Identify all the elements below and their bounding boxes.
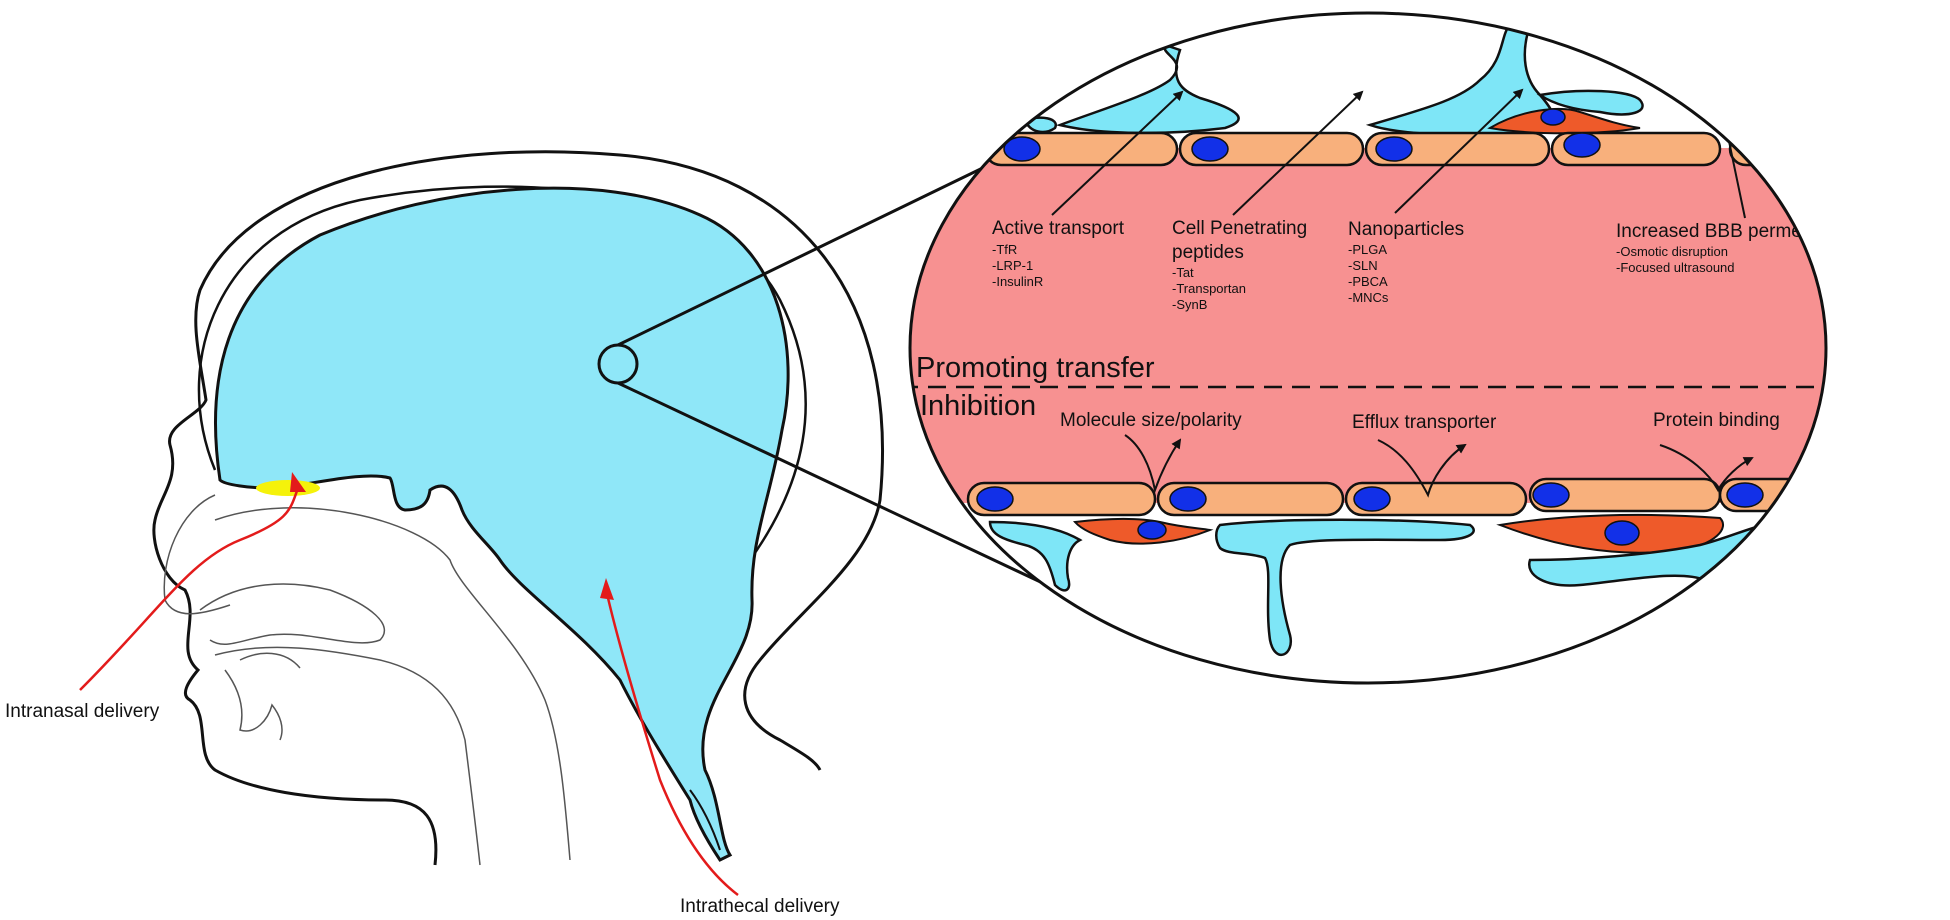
- group-item: -SynB: [1172, 297, 1207, 312]
- inhibition-heading: Inhibition: [920, 390, 1036, 422]
- inhibition-item: Molecule size/polarity: [1060, 410, 1242, 431]
- top-pericyte-nucleus: [1540, 108, 1566, 126]
- intranasal-arrow: [79, 487, 300, 691]
- bottom-pericyte-left-nucleus: [1137, 520, 1167, 540]
- group-item: -InsulinR: [992, 274, 1043, 289]
- group-item: -LRP-1: [992, 258, 1033, 273]
- bottom-nuclei: [976, 482, 1764, 512]
- group-title-bbb-permeability: Increased BBB permeability: [1616, 221, 1851, 242]
- top-pericyte: [1487, 107, 1641, 135]
- spinal-canal: [689, 789, 721, 851]
- head-illustration: [152, 143, 1101, 866]
- intrathecal-arrowhead: [600, 578, 614, 600]
- olfactory-patch: [256, 480, 320, 496]
- promoting-transfer-heading: Promoting transfer: [916, 352, 1155, 384]
- group-item: -TfR: [992, 242, 1017, 257]
- inhibition-item: Protein binding: [1653, 410, 1780, 431]
- group-item: -MNCs: [1348, 290, 1389, 305]
- intrathecal-label: Intrathecal delivery: [680, 896, 840, 917]
- brain-csf-region: [214, 186, 790, 862]
- group-title-active-transport: Active transport: [992, 218, 1125, 239]
- intranasal-label: Intranasal delivery: [5, 701, 160, 722]
- group-item: -Focused ultrasound: [1616, 260, 1735, 275]
- bottom-pericyte-right-nucleus: [1604, 520, 1640, 546]
- vessel-lumen: [910, 148, 1826, 503]
- zoom-oval-border: [908, 11, 1828, 685]
- group-item: -Tat: [1172, 265, 1194, 280]
- group-title-cpp-2: peptides: [1172, 242, 1244, 263]
- group-title-cpp: Cell Penetrating: [1172, 218, 1307, 239]
- group-title-nanoparticles: Nanoparticles: [1348, 219, 1464, 240]
- inhibition-item: Efflux transporter: [1352, 412, 1497, 433]
- inhibition-arrows: [1124, 434, 1754, 498]
- inhibition-labels: Molecule size/polarity Efflux transporte…: [1060, 410, 1780, 433]
- nasal-cavity-lines: [163, 494, 571, 866]
- intrathecal-arrow: [606, 597, 739, 896]
- group-item: -PLGA: [1348, 242, 1387, 257]
- head-outline: [152, 150, 885, 866]
- group-item: -Osmotic disruption: [1616, 244, 1728, 259]
- zoom-line-bottom: [617, 381, 1101, 612]
- group-item: -PBCA: [1348, 274, 1388, 289]
- zoom-line-top: [617, 143, 1031, 347]
- intranasal-arrowhead: [290, 472, 306, 492]
- group-item: -Transportan: [1172, 281, 1246, 296]
- group-item: -SLN: [1348, 258, 1378, 273]
- promoting-labels: Active transport -TfR -LRP-1 -InsulinR C…: [992, 218, 1851, 312]
- bbb-zoom-view: Active transport -TfR -LRP-1 -InsulinR C…: [908, 11, 1851, 685]
- delivery-arrows: [79, 472, 739, 896]
